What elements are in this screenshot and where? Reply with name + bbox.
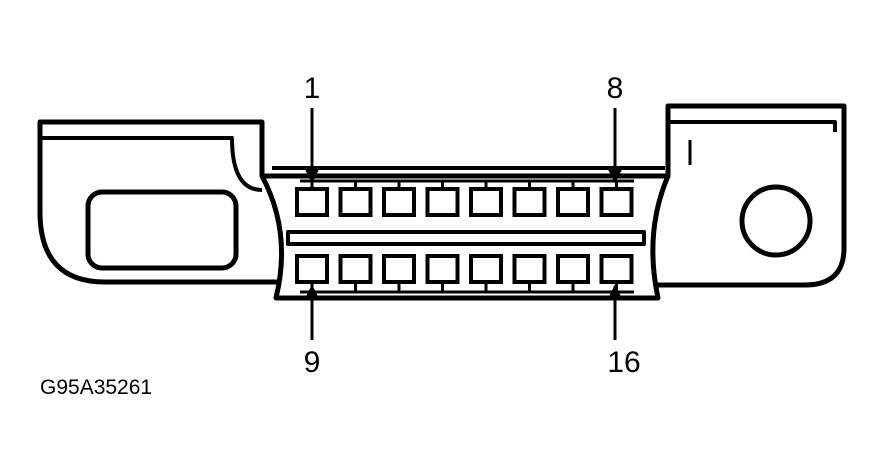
pin-cavity <box>469 187 503 217</box>
pin-cavity <box>599 187 634 217</box>
left-mounting-flange <box>37 119 278 285</box>
pin-cavity <box>512 187 547 217</box>
right-mounting-flange <box>630 103 847 288</box>
pin-cavity <box>338 187 373 217</box>
pin-array <box>295 181 634 292</box>
pin-cavity <box>599 254 634 284</box>
pin-cavity <box>382 187 416 217</box>
figure-code: G95A35261 <box>40 376 152 399</box>
pin-cavity <box>512 254 547 284</box>
pin-arrows <box>304 108 623 340</box>
label-pin-16: 16 <box>607 346 640 379</box>
center-divider <box>286 230 646 246</box>
pin-cavity <box>425 187 460 217</box>
label-pin-1: 1 <box>304 72 321 105</box>
label-pin-9: 9 <box>304 346 321 379</box>
pin-cavity <box>425 254 460 284</box>
pin-cavity <box>556 254 590 284</box>
pin-cavity <box>556 187 590 217</box>
right-mounting-hole <box>739 184 813 258</box>
pin-cavity <box>469 254 503 284</box>
left-mounting-slot <box>85 189 239 271</box>
pin-cavity <box>295 187 329 217</box>
pin-cavity <box>382 254 416 284</box>
pin-cavity <box>295 254 329 284</box>
pin-cavity <box>338 254 373 284</box>
label-pin-8: 8 <box>607 72 624 105</box>
